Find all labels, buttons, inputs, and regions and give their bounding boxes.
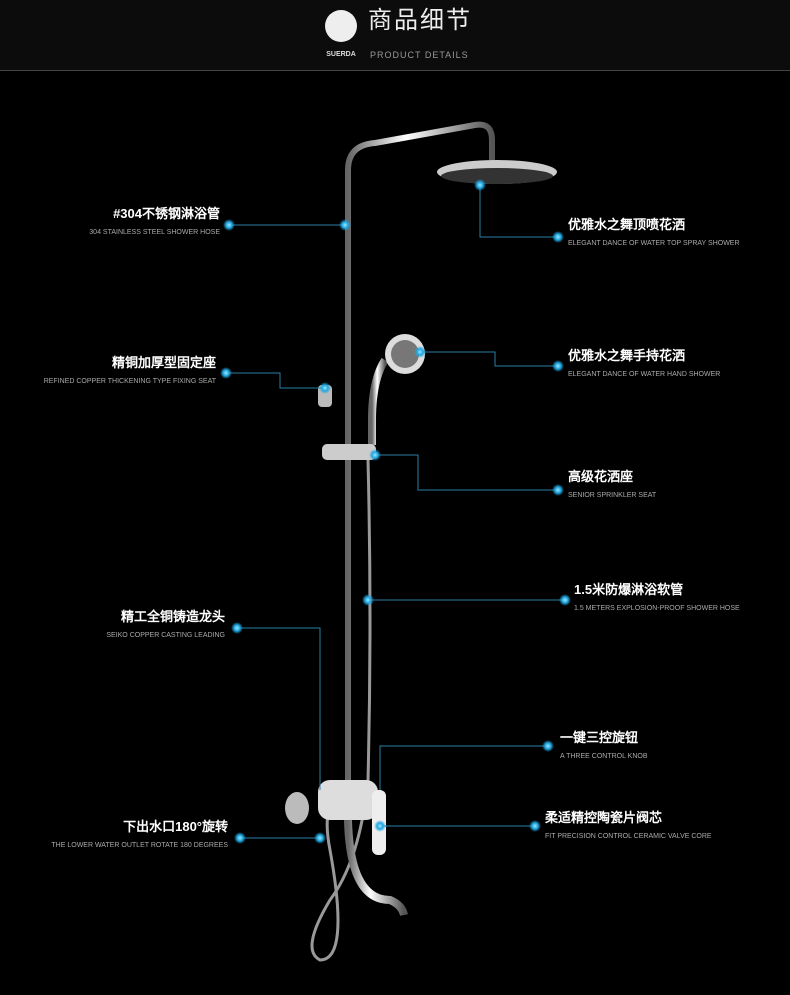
- brand-logo: [325, 10, 357, 42]
- label-cn: 一键三控旋钮: [560, 730, 639, 745]
- label-control-knob: 一键三控旋钮 A THREE CONTROL KNOB: [560, 729, 648, 762]
- callout-dots: [220, 179, 571, 844]
- label-en: THE LOWER WATER OUTLET ROTATE 180 DEGREE…: [51, 842, 228, 849]
- label-en: 1.5 METERS EXPLOSION-PROOF SHOWER HOSE: [574, 605, 740, 612]
- label-en: ELEGANT DANCE OF WATER HAND SHOWER: [568, 371, 721, 378]
- label-steel-hose: #304不锈钢淋浴管 304 STAINLESS STEEL SHOWER HOS…: [89, 205, 220, 238]
- header: SUERDA 商品细节 PRODUCT DETAILS: [0, 0, 790, 71]
- page-title: 商品细节: [368, 7, 472, 34]
- label-cn: 1.5米防爆淋浴软管: [574, 582, 684, 597]
- callout-lines: [226, 185, 565, 839]
- label-shower-hose: 1.5米防爆淋浴软管 1.5 METERS EXPLOSION-PROOF SHO…: [574, 581, 740, 614]
- label-en: SENIOR SPRINKLER SEAT: [568, 492, 657, 499]
- label-en: ELEGANT DANCE OF WATER TOP SPRAY SHOWER: [568, 240, 740, 247]
- logo-text: SUERDA: [326, 51, 356, 58]
- label-outlet-rotate: 下出水口180°旋转 THE LOWER WATER OUTLET ROTATE …: [51, 818, 228, 851]
- label-cn: 优雅水之舞手持花洒: [568, 348, 686, 363]
- label-en: SEIKO COPPER CASTING LEADING: [106, 632, 225, 639]
- label-hand-shower: 优雅水之舞手持花洒 ELEGANT DANCE OF WATER HAND SHO…: [568, 347, 720, 380]
- label-cn: 下出水口180°旋转: [123, 819, 228, 834]
- label-cn: 高级花洒座: [568, 469, 634, 484]
- label-valve-core: 柔适精控陶瓷片阀芯 FIT PRECISION CONTROL CERAMIC V…: [545, 809, 712, 842]
- label-cn: 精铜加厚型固定座: [111, 355, 216, 370]
- label-en: A THREE CONTROL KNOB: [560, 753, 648, 760]
- page-subtitle: PRODUCT DETAILS: [370, 50, 469, 60]
- label-top-shower: 优雅水之舞顶喷花洒 ELEGANT DANCE OF WATER TOP SPRA…: [568, 216, 740, 249]
- shower-body: [285, 121, 557, 962]
- label-copper-faucet: 精工全铜铸造龙头 SEIKO COPPER CASTING LEADING: [106, 608, 225, 641]
- label-cn: #304不锈钢淋浴管: [113, 206, 220, 221]
- label-cn: 优雅水之舞顶喷花洒: [568, 217, 686, 232]
- label-fixing-seat: 精铜加厚型固定座 REFINED COPPER THICKENING TYPE F…: [44, 354, 216, 387]
- label-en: REFINED COPPER THICKENING TYPE FIXING SE…: [43, 378, 216, 385]
- label-en: 304 STAINLESS STEEL SHOWER HOSE: [89, 229, 220, 236]
- label-sprinkler-seat: 高级花洒座 SENIOR SPRINKLER SEAT: [568, 468, 656, 501]
- label-en: FIT PRECISION CONTROL CERAMIC VALVE CORE: [545, 833, 712, 840]
- label-cn: 精工全铜铸造龙头: [120, 609, 225, 624]
- label-cn: 柔适精控陶瓷片阀芯: [545, 810, 663, 825]
